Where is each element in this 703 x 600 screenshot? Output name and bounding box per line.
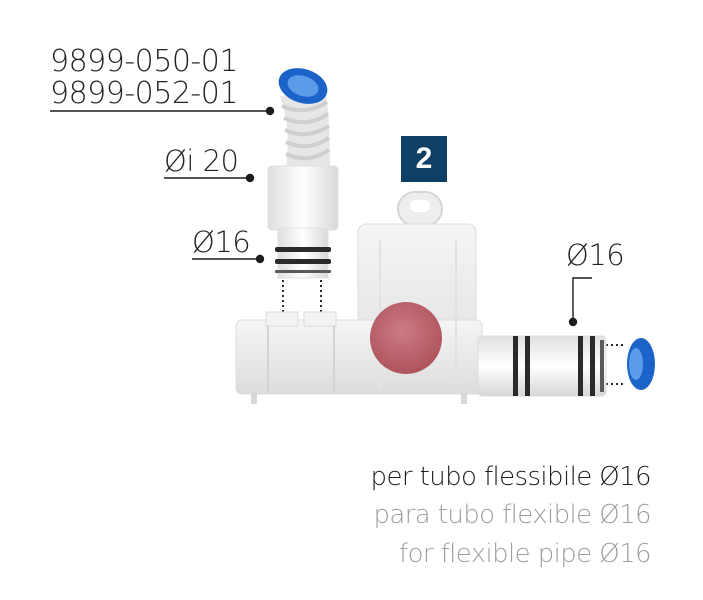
leader-lines xyxy=(50,106,592,327)
corrugated-hose xyxy=(278,68,331,170)
caption-italian: per tubo flessibile Ø16 xyxy=(370,462,652,492)
trap-body xyxy=(235,191,483,404)
caption-spanish: para tubo flexible Ø16 xyxy=(373,500,651,530)
outlet-pipe xyxy=(477,335,655,397)
inner-diameter-label: Øi 20 xyxy=(164,144,239,178)
step-badge: 2 xyxy=(401,136,447,182)
product-code-1: 9899-050-01 xyxy=(50,44,238,79)
left-diameter-label: Ø16 xyxy=(192,225,251,259)
product-code-2: 9899-052-01 xyxy=(50,76,238,111)
dotted-guides xyxy=(282,280,626,385)
caption-english: for flexible pipe Ø16 xyxy=(399,539,652,569)
hose-adapter xyxy=(267,165,339,279)
right-diameter-label: Ø16 xyxy=(566,238,625,272)
